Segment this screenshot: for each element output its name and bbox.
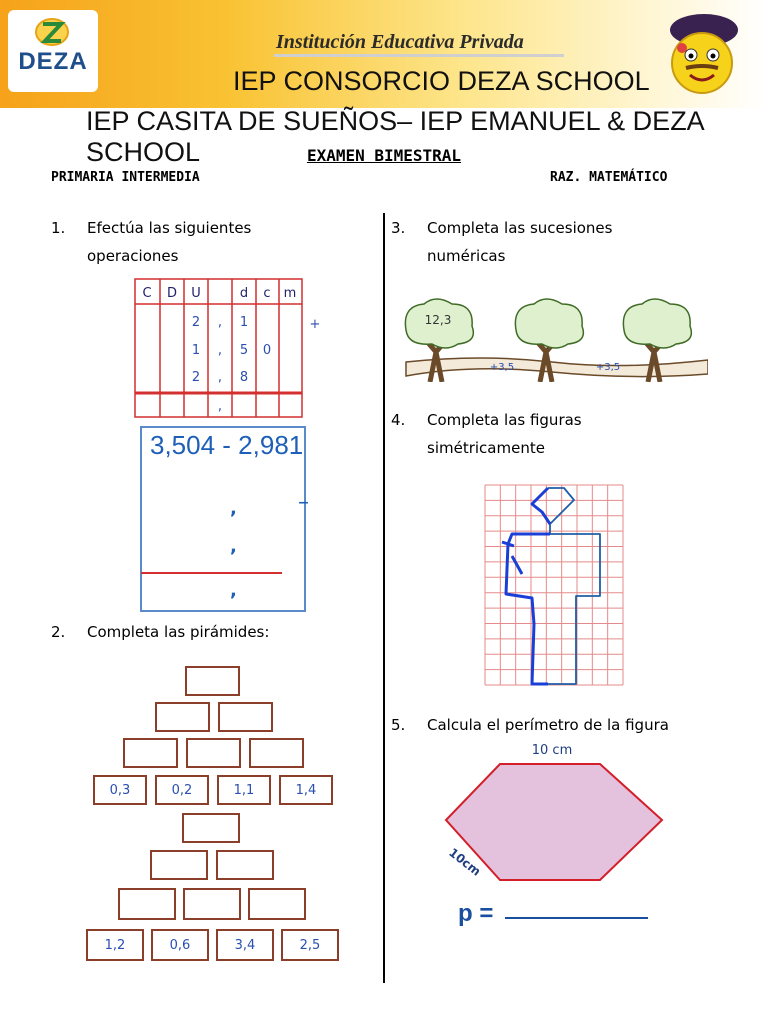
tree-icon <box>404 298 475 382</box>
table-cell: , <box>218 370 222 385</box>
result-comma: , <box>218 399 222 414</box>
table-cell: , <box>218 315 222 330</box>
pyramid-base-cell: 1,4 <box>279 775 333 805</box>
table-header: m <box>284 286 297 301</box>
table-cell: 1 <box>240 315 248 330</box>
subtraction-comma: , <box>230 536 237 557</box>
table-header: c <box>263 286 270 301</box>
sequence-step: +3,5 <box>490 362 514 373</box>
question-number: 5. <box>391 716 406 734</box>
subtraction-result-line <box>141 572 282 574</box>
pyramid-cell[interactable] <box>182 813 240 843</box>
table-cell: 0 <box>263 343 271 358</box>
table-header: U <box>191 286 201 301</box>
question-2: 2. Completa las pirámides: <box>51 618 351 648</box>
question-5: 5. Calcula el perímetro de la figura <box>391 711 721 741</box>
subtraction-expression: 3,504 - 2,981 <box>150 430 304 460</box>
pyramid-cell[interactable] <box>218 702 273 732</box>
subtraction-comma: , <box>230 580 237 601</box>
table-cell: 2 <box>192 315 200 330</box>
tree-icon <box>622 298 693 382</box>
pyramid-cell[interactable] <box>248 888 306 920</box>
column-divider <box>383 213 385 983</box>
pyramid-cell[interactable] <box>216 850 274 880</box>
question-number: 4. <box>391 411 406 429</box>
pyramid-base-cell: 3,4 <box>216 929 274 961</box>
smiley-mascot-icon <box>670 14 738 94</box>
exam-level: PRIMARIA INTERMEDIA <box>51 170 200 185</box>
pyramid-cell[interactable] <box>118 888 176 920</box>
table-cell: 5 <box>240 343 248 358</box>
table-header: C <box>142 286 151 301</box>
pyramid-base-cell: 1,1 <box>217 775 271 805</box>
question-number: 1. <box>51 219 66 237</box>
table-header: d <box>240 286 248 301</box>
hexagon-figure: 10 cm 10cm <box>444 743 664 881</box>
hexagon-top-label: 10 cm <box>532 743 573 758</box>
addition-operator: + <box>310 317 321 332</box>
pyramid-base-cell: 0,3 <box>93 775 147 805</box>
exam-subject: RAZ. MATEMÁTICO <box>550 170 668 185</box>
perimeter-answer-input[interactable] <box>505 917 648 919</box>
tree-icon <box>514 298 585 382</box>
pyramid-cell[interactable] <box>150 850 208 880</box>
pyramid-cell[interactable] <box>155 702 210 732</box>
logo-z-icon <box>35 18 69 46</box>
exam-title: EXAMEN BIMESTRAL <box>306 146 462 165</box>
school-name-2: IEP CASITA DE SUEÑOS– IEP EMANUEL & DEZA… <box>86 106 704 167</box>
pyramid-cell[interactable] <box>249 738 304 768</box>
pyramid-cell[interactable] <box>183 888 241 920</box>
question-text: Calcula el perímetro de la figura <box>427 716 669 734</box>
table-cell: 2 <box>192 370 200 385</box>
pyramid-cell[interactable] <box>185 666 240 696</box>
table-cell: 8 <box>240 370 248 385</box>
question-1: 1. Efectúa las siguientes operaciones <box>51 214 351 274</box>
table-cell: , <box>218 343 222 358</box>
tree-sequence: 12,3 +3,5 +3,5 <box>404 298 708 382</box>
title-divider <box>274 54 564 57</box>
subtraction-operator: – <box>298 490 309 515</box>
pyramid-cell[interactable] <box>123 738 178 768</box>
sequence-step: +3,5 <box>596 362 620 373</box>
table-cell: 1 <box>192 343 200 358</box>
pyramid-base-cell: 0,6 <box>151 929 209 961</box>
symmetry-grid <box>484 484 624 686</box>
logo-text: DEZA <box>18 48 88 75</box>
institution-title: Institución Educativa Privada <box>276 31 524 53</box>
subtraction-comma: , <box>230 498 237 519</box>
question-text: Completa las sucesiones numéricas <box>427 219 613 265</box>
pyramid-base-cell: 2,5 <box>281 929 339 961</box>
question-number: 3. <box>391 219 406 237</box>
question-text: Efectúa las siguientes operaciones <box>87 219 252 265</box>
school-name-1: IEP CONSORCIO DEZA SCHOOL <box>233 66 650 96</box>
question-text: Completa las figuras simétricamente <box>427 411 582 457</box>
question-text: Completa las pirámides: <box>87 623 270 641</box>
question-3: 3. Completa las sucesiones numéricas <box>391 214 711 274</box>
question-4: 4. Completa las figuras simétricamente <box>391 406 711 466</box>
pyramid-base-cell: 1,2 <box>86 929 144 961</box>
pyramid-cell[interactable] <box>186 738 241 768</box>
subtraction-box <box>140 426 306 612</box>
perimeter-answer-label: p = <box>458 900 494 927</box>
table-header: D <box>167 286 177 301</box>
sequence-first-value: 12,3 <box>425 313 452 327</box>
pyramid-base-cell: 0,2 <box>155 775 209 805</box>
question-number: 2. <box>51 623 66 641</box>
